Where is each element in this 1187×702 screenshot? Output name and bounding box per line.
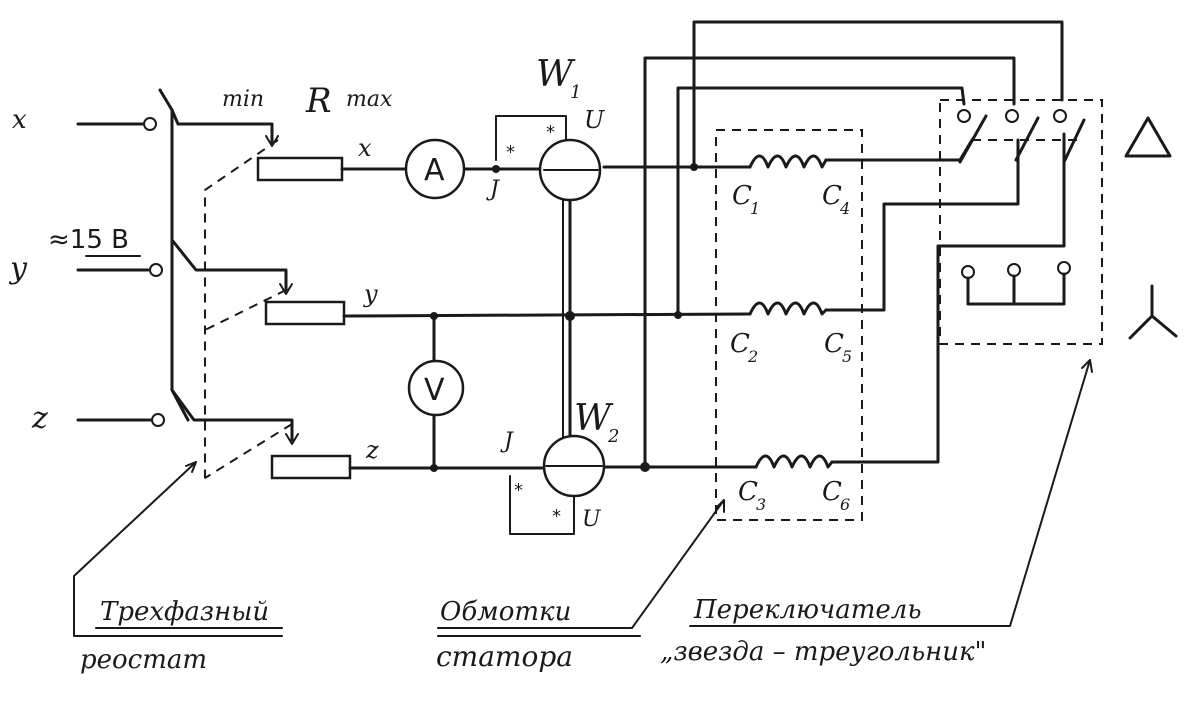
switch-star-bus [966, 272, 1066, 306]
wattmeter-w1-star: * [546, 122, 555, 143]
junction-dot [565, 311, 575, 321]
junction-dot [430, 464, 438, 472]
star-symbol [1128, 284, 1178, 340]
caption-windings-line1: Обмотки [440, 597, 571, 627]
caption-rheostat-line2: реостат [80, 645, 207, 675]
rheostat-min-label: min [222, 87, 264, 112]
rheostat: min R max [158, 81, 393, 480]
wattmeter-w2-name: W [574, 398, 614, 439]
terminal-x-label: x [12, 105, 27, 135]
wattmeter-w1-subscript: 1 [570, 82, 581, 103]
winding-c1-c4 [748, 154, 828, 169]
wattmeter-w2-star: * [514, 480, 523, 501]
supply-voltage-label: ≈15 B [48, 225, 129, 255]
switch-frame [939, 99, 1103, 345]
terminal-y: y [8, 251, 163, 286]
winding-c6-label: C [822, 477, 842, 507]
wattmeter-w1-star: * [506, 142, 515, 163]
caption-windings: Обмотки статора [436, 499, 725, 673]
switch-wiring [643, 20, 1066, 469]
voltmeter: V [407, 359, 465, 417]
line-z-label: z [365, 436, 379, 464]
wattmeter-w2-current-label: J [500, 429, 514, 454]
wattmeter-w2: W 2 U J * * [500, 398, 619, 535]
winding-c2-c5 [748, 301, 828, 316]
rheostat-resistor-y [264, 300, 346, 326]
rheostat-max-label: max [346, 87, 393, 112]
winding-c3-label: C [738, 477, 758, 507]
winding-c2-subscript: 2 [747, 347, 758, 366]
switch-star-contact [1057, 261, 1071, 275]
terminal-z: z [31, 401, 165, 436]
caption-rheostat-line1: Трехфазный [100, 597, 269, 627]
winding-c5-subscript: 5 [842, 347, 852, 366]
stator-windings-frame [715, 129, 863, 521]
ammeter: A [404, 138, 466, 200]
stator-windings: C 1 C 4 C 2 C 5 C 3 C 6 [715, 129, 863, 521]
switch-contact [1005, 109, 1019, 123]
voltmeter-label: V [424, 373, 445, 408]
line-x-label: x [358, 134, 372, 162]
switch-star-contact [961, 265, 975, 279]
wattmeter-w2-subscript: 2 [607, 426, 619, 447]
switch-contact [957, 109, 971, 123]
caption-rheostat: Трехфазный реостат [73, 461, 283, 675]
junction-dot [430, 312, 438, 320]
phase-wires [340, 165, 758, 470]
wattmeter-w2-voltage-label: U [582, 507, 602, 532]
ammeter-label: A [424, 153, 445, 188]
line-y-label: y [363, 280, 378, 308]
winding-c4-subscript: 4 [839, 199, 850, 218]
terminal-y-label: y [8, 251, 28, 286]
winding-c3-c6 [754, 454, 834, 469]
winding-c3-subscript: 3 [756, 495, 766, 514]
switch-contact [1053, 109, 1067, 123]
rheostat-resistor-z [270, 454, 352, 480]
rheostat-resistor-x [256, 156, 344, 182]
winding-c1-subscript: 1 [750, 199, 760, 218]
rheostat-shaft [158, 88, 190, 422]
wattmeter-w1-current-label: J [486, 177, 500, 202]
terminal-z-label: z [31, 401, 48, 436]
caption-windings-line2: статора [436, 640, 573, 673]
wattmeter-w1-name: W [536, 54, 576, 95]
switch-star-contact [1007, 263, 1021, 277]
rheostat-r-label: R [305, 81, 332, 121]
winding-c2-label: C [730, 329, 750, 359]
winding-c6-subscript: 6 [840, 495, 850, 514]
terminal-x: x [12, 105, 157, 135]
winding-c4-label: C [822, 181, 842, 211]
junction-dot [492, 165, 500, 173]
wattmeter-w1-voltage-label: U [584, 106, 605, 134]
star-delta-switch [939, 99, 1103, 345]
caption-switch-line2: „звезда – треугольник" [660, 637, 987, 667]
winding-c1-label: C [732, 181, 752, 211]
winding-c5-label: C [824, 329, 844, 359]
caption-switch-line1: Переключатель [693, 595, 922, 625]
wattmeter-w1: W 1 U J * * [486, 54, 605, 202]
delta-symbol [1124, 116, 1172, 158]
wattmeter-w2-star: * [552, 506, 561, 527]
caption-switch: Переключатель „звезда – треугольник" [660, 359, 1093, 667]
